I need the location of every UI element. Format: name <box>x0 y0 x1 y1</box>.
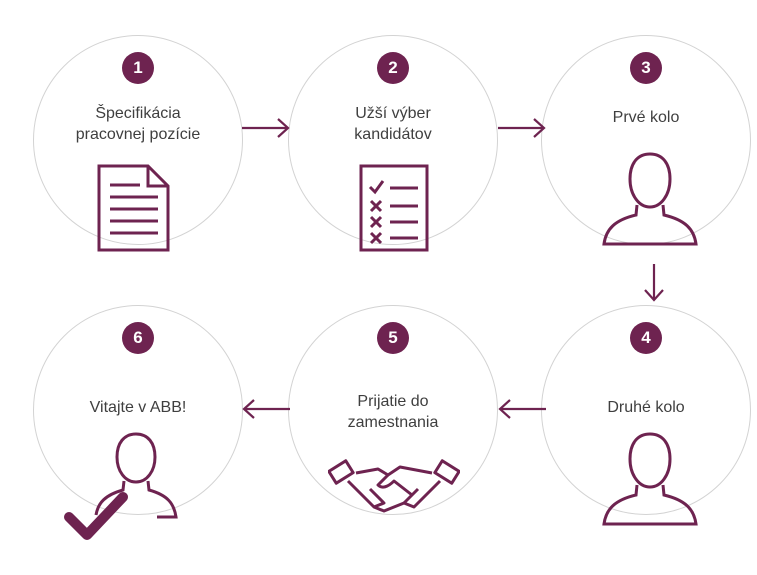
step-label-line-1: Užší výber <box>355 105 431 122</box>
step-label-line-2: kandidátov <box>354 126 432 143</box>
step-number-badge: 6 <box>122 322 154 354</box>
step-number-badge: 3 <box>630 52 662 84</box>
step-6: 6 Vitajte v ABB! <box>33 305 243 540</box>
person-icon <box>602 432 698 526</box>
step-label: Užší výber kandidátov <box>298 103 488 145</box>
step-label: Druhé kolo <box>551 397 741 418</box>
step-1: 1 Špecifikácia pracovnej pozície <box>33 35 243 252</box>
step-number-badge: 5 <box>377 322 409 354</box>
step-2: 2 Užší výber kandidátov <box>288 35 498 252</box>
step-label: Prvé kolo <box>551 107 741 128</box>
step-label: Špecifikácia pracovnej pozície <box>43 103 233 145</box>
arrow-left-icon <box>498 399 546 419</box>
step-4: 4 Druhé kolo <box>541 305 751 526</box>
step-number-badge: 2 <box>377 52 409 84</box>
step-label: Prijatie do zamestnania <box>298 391 488 433</box>
step-number-badge: 1 <box>122 52 154 84</box>
step-label-line-1: Druhé kolo <box>607 399 685 416</box>
step-5: 5 Prijatie do zamestnania <box>288 305 498 515</box>
step-3: 3 Prvé kolo <box>541 35 751 246</box>
arrow-down-icon <box>644 264 664 302</box>
step-label-line-1: Prijatie do <box>357 393 429 410</box>
step-label-line-1: Prvé kolo <box>612 109 680 126</box>
step-label-line-1: Špecifikácia <box>95 105 181 122</box>
person-check-icon <box>64 432 178 540</box>
step-label-line-2: pracovnej pozície <box>75 126 201 143</box>
step-label: Vitajte v ABB! <box>43 397 233 418</box>
arrow-right-icon <box>498 118 546 138</box>
checklist-icon <box>359 164 429 252</box>
handshake-icon <box>328 459 460 513</box>
step-number-badge: 4 <box>630 322 662 354</box>
step-label-line-1: Vitajte v ABB! <box>89 399 187 416</box>
arrow-right-icon <box>242 118 290 138</box>
document-icon <box>97 164 170 252</box>
arrow-left-icon <box>242 399 290 419</box>
person-icon <box>602 152 698 246</box>
step-circle <box>288 35 498 245</box>
step-label-line-2: zamestnania <box>347 414 439 431</box>
